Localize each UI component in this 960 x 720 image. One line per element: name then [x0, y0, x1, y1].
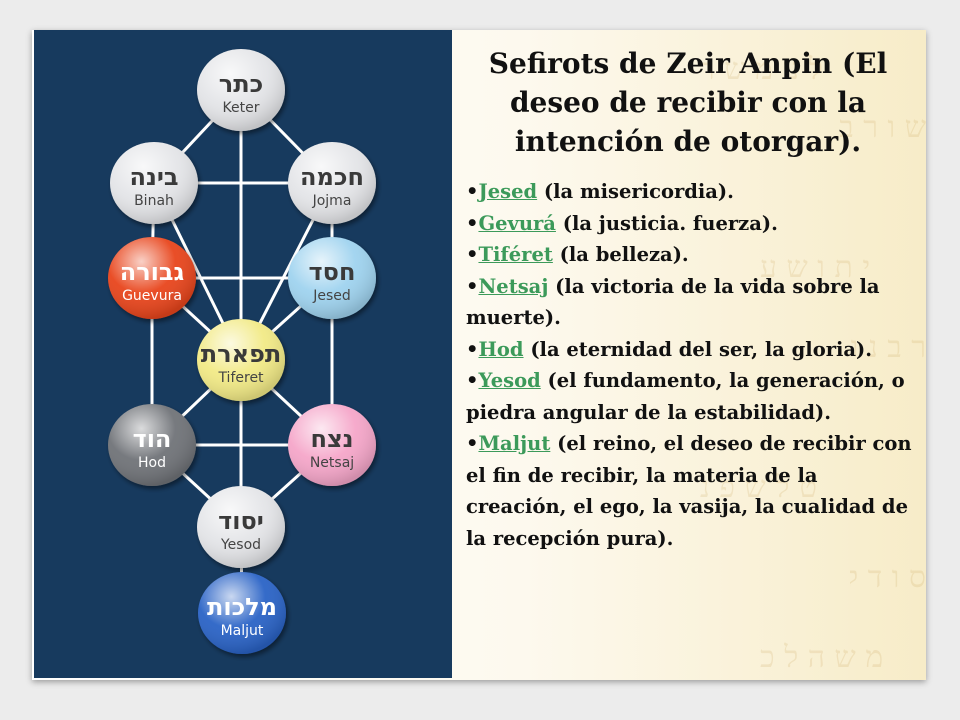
sefirah-highlight [288, 142, 376, 224]
sefirah-name-label: Tiferet [217, 370, 264, 386]
list-item: •Netsaj (la victoria de la vida sobre la… [466, 271, 914, 334]
watermark-glyph: ל ע מ ש ר [700, 52, 823, 87]
sefirah-hebrew-label: כתר [219, 70, 263, 98]
list-item: •Gevurá (la justicia. fuerza). [466, 208, 914, 240]
watermark-glyph: ר ב נ ו ח [850, 330, 926, 365]
bullet: • [466, 211, 479, 235]
sefirah-node-netsaj: נצח Netsaj [288, 404, 376, 486]
sefirah-node-binah: בינה Binah [110, 142, 198, 224]
slide-title: Sefirots de Zeir Anpin (El deseo de reci… [488, 47, 888, 158]
sefirah-highlight [198, 572, 286, 654]
watermark-glyph: ס ו ד ק ר [850, 560, 926, 595]
list-item: •Jesed (la misericordia). [466, 176, 914, 208]
tree-of-life-panel: כתר Keter בינה Binah חכמה Jojma גבורה Guevura חס… [34, 30, 452, 678]
tree-nodes: כתר Keter בינה Binah חכמה Jojma גבורה Guevura חס… [108, 49, 376, 654]
sefirot-list: •Jesed (la misericordia).•Gevurá (la jus… [466, 176, 914, 554]
list-item-text: (la justicia. fuerza). [555, 211, 778, 235]
bullet: • [466, 337, 479, 361]
sefirah-name-label: Hod [138, 455, 166, 471]
sefirah-link-gevurá[interactable]: Gevurá [478, 211, 556, 235]
bullet: • [466, 369, 479, 392]
sefirah-highlight [108, 237, 196, 319]
watermark-glyph: ש ו ר ב ם [840, 110, 926, 145]
list-item-text: (la belleza). [552, 243, 689, 266]
sefirah-highlight [288, 404, 376, 486]
bullet: • [466, 180, 479, 203]
sefirah-node-jojma: חכמה Jojma [288, 142, 376, 224]
sefirah-name-label: Netsaj [310, 455, 354, 471]
sefirah-hebrew-label: תפארת [201, 340, 282, 368]
sefirah-hebrew-label: יסוד [218, 507, 264, 535]
list-item: •Tiféret (la belleza). [466, 239, 914, 271]
list-item-text: (la misericordia). [537, 180, 734, 203]
sefirah-name-label: Maljut [221, 623, 264, 639]
sefirah-node-yesod: יסוד Yesod [197, 486, 285, 568]
sefirah-name-label: Yesod [220, 537, 261, 553]
bullet: • [466, 432, 479, 455]
sefirah-node-keter: כתר Keter [197, 49, 285, 131]
list-item: •Maljut (el reino, el deseo de recibir c… [466, 428, 914, 554]
list-item: •Yesod (el fundamento, la generación, o … [466, 365, 914, 428]
sefirah-highlight [197, 486, 285, 568]
sefirah-hebrew-label: גבורה [120, 258, 185, 286]
sefirah-hebrew-label: נצח [310, 425, 353, 453]
list-item-text: (la victoria de la vida sobre la muerte)… [466, 274, 880, 330]
bullet: • [466, 243, 479, 266]
watermark-glyph: י ת ו ש ע [760, 250, 871, 285]
sefirah-link-netsaj[interactable]: Netsaj [478, 274, 549, 298]
list-item-text: (la eternidad del ser, la gloria). [523, 337, 873, 361]
sefirah-name-label: Keter [223, 100, 260, 116]
sefirah-link-hod[interactable]: Hod [478, 337, 524, 361]
sefirah-name-label: Binah [134, 193, 174, 209]
sefirah-highlight [110, 142, 198, 224]
sefirah-link-tiféret[interactable]: Tiféret [478, 243, 553, 266]
sefirah-highlight [108, 404, 196, 486]
sefirah-node-maljut: מלכות Maljut [198, 572, 286, 654]
sefirah-hebrew-label: חסד [309, 258, 356, 286]
sefirah-name-label: Jesed [312, 288, 351, 304]
sefirah-hebrew-label: מלכות [207, 593, 277, 621]
sefirah-hebrew-label: בינה [129, 163, 178, 191]
sefirah-link-jesed[interactable]: Jesed [478, 180, 538, 203]
sefirah-node-jesed: חסד Jesed [288, 237, 376, 319]
sefirah-node-hod: הוד Hod [108, 404, 196, 486]
sefirah-name-label: Guevura [122, 288, 182, 304]
watermark-glyph: ט ל ש פ נ [700, 470, 818, 505]
list-item: •Hod (la eternidad del ser, la gloria). [466, 334, 914, 366]
sefirah-hebrew-label: חכמה [300, 163, 364, 191]
sefirah-node-tiferet: תפארת Tiferet [197, 319, 285, 401]
tree-of-life-diagram: כתר Keter בינה Binah חכמה Jojma גבורה Guevura חס… [108, 49, 376, 654]
sefirah-link-maljut[interactable]: Maljut [478, 432, 551, 455]
sefirah-node-guevura: גבורה Guevura [108, 237, 196, 319]
list-item-text: (el reino, el deseo de recibir con el fi… [466, 432, 912, 550]
sefirah-hebrew-label: הוד [133, 425, 172, 453]
sefirah-highlight [288, 237, 376, 319]
sefirah-link-yesod[interactable]: Yesod [478, 369, 541, 392]
sefirah-name-label: Jojma [312, 193, 352, 209]
list-item-text: (el fundamento, la generación, o piedra … [466, 369, 905, 424]
bullet: • [466, 274, 479, 298]
watermark-glyph: מ ש ה ל כ [760, 640, 884, 675]
sefirah-highlight [197, 49, 285, 131]
sefirah-highlight [197, 319, 285, 401]
